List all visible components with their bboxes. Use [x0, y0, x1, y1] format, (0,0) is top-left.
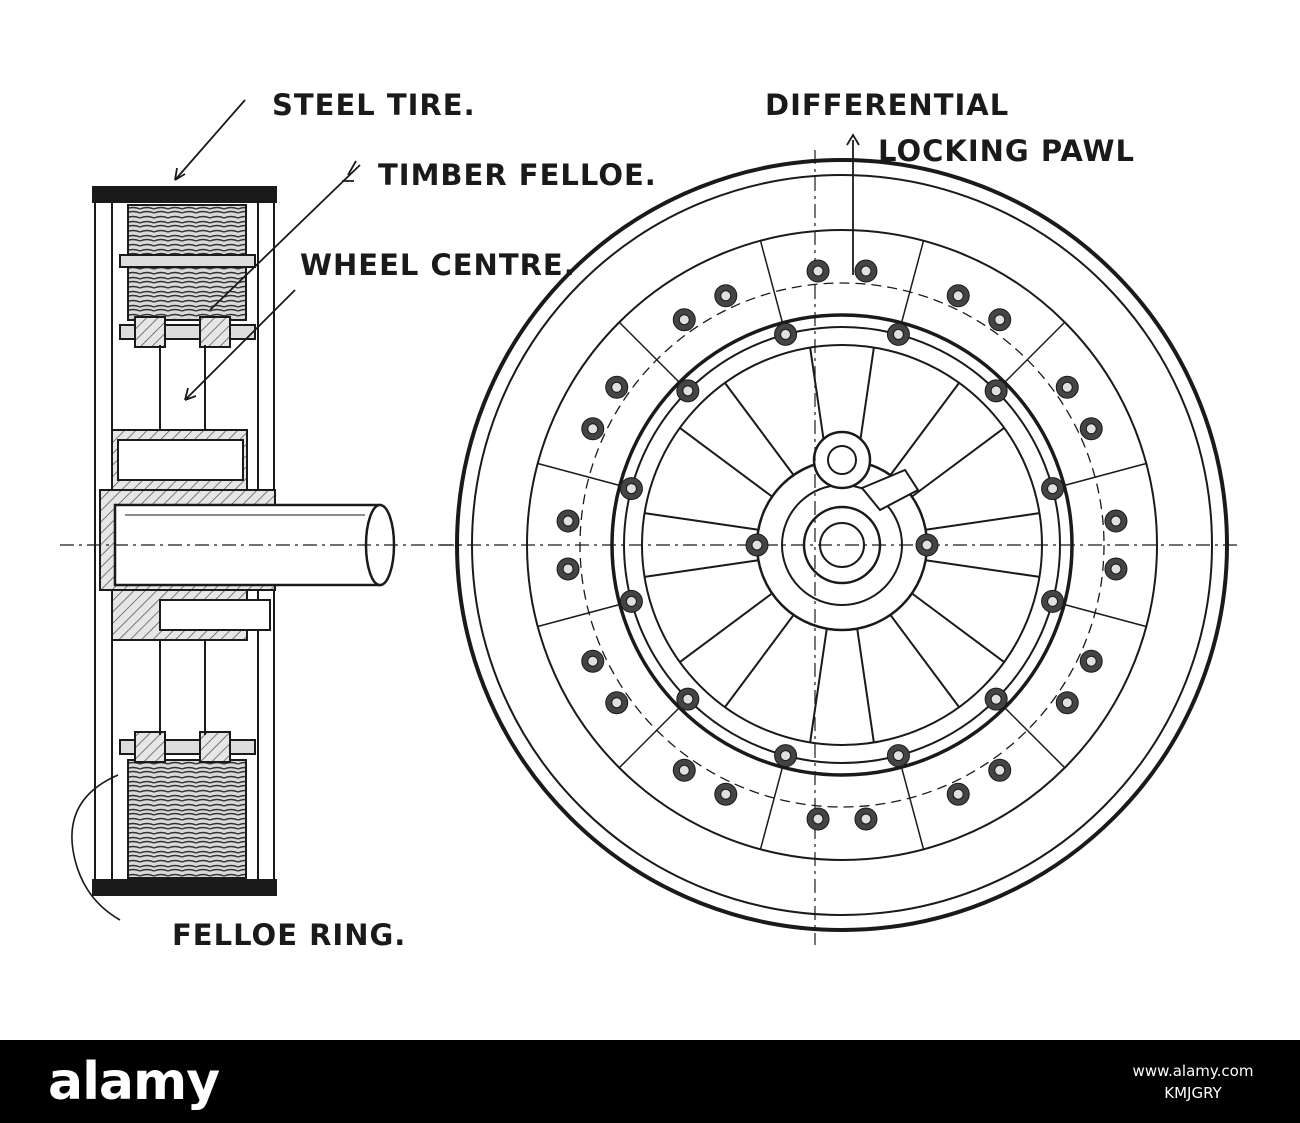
label-locking-pawl: LOCKING PAWL	[878, 134, 1136, 168]
wheel-spoke	[644, 512, 759, 578]
bolt-head	[619, 477, 643, 501]
rim-bolts	[556, 259, 1128, 831]
bolt-head	[1041, 477, 1065, 501]
bolt-head	[1104, 509, 1128, 533]
wheel-spoke	[679, 592, 795, 708]
bolt-head	[714, 284, 738, 308]
wheel-section-view	[60, 186, 460, 921]
bolt-head	[1079, 649, 1103, 673]
wheel-spoke	[809, 628, 875, 743]
bolt-head	[605, 691, 629, 715]
felloe-joint-line	[537, 603, 621, 628]
label-differential: DIFFERENTIAL	[765, 88, 1010, 122]
bolt-head	[886, 322, 910, 346]
watermark-id: www.alamy.com KMJGRY	[1118, 1060, 1268, 1104]
steel-tire-bottom	[92, 879, 277, 896]
bolt-head	[1055, 691, 1079, 715]
wheel-front-view	[440, 150, 1240, 945]
wheel-spoke	[679, 382, 795, 498]
hub-boss	[802, 505, 882, 585]
wheel-drawing	[60, 99, 1240, 945]
bolt-head	[676, 379, 700, 403]
bolt-head	[1079, 417, 1103, 441]
locking-pawl	[860, 468, 920, 512]
bolt-head	[984, 687, 1008, 711]
felloe-divisions	[537, 240, 1147, 850]
wheel-spoke	[889, 592, 1005, 708]
felloe-joint-line	[759, 766, 784, 850]
bolt-head	[988, 758, 1012, 782]
bolt-head	[1041, 589, 1065, 613]
bolt-head	[774, 744, 798, 768]
bolt-head	[984, 379, 1008, 403]
bolt-head	[774, 322, 798, 346]
label-felloe-ring: FELLOE RING.	[172, 918, 407, 952]
felloe-joint-line	[1063, 603, 1147, 628]
bolt-head	[946, 782, 970, 806]
watermark-logo: alamy	[48, 1052, 220, 1112]
felloe-joint-line	[1063, 462, 1147, 487]
bolt-head	[676, 687, 700, 711]
timber-felloe-bottom	[127, 759, 247, 879]
bolt-head	[854, 807, 878, 831]
watermark-code: KMJGRY	[1164, 1084, 1222, 1102]
felloe-joint-line	[537, 462, 621, 487]
leader-lines	[174, 99, 860, 401]
bolt-head	[854, 259, 878, 283]
bolt-head	[1055, 375, 1079, 399]
bolt-head	[745, 533, 769, 557]
felloe-joint-line	[618, 707, 680, 769]
bolt-head	[556, 509, 580, 533]
watermark-bar: alamy www.alamy.com KMJGRY	[0, 1040, 1300, 1123]
bolt-head	[946, 284, 970, 308]
bolt-head	[672, 758, 696, 782]
label-timber-felloe: TIMBER FELLOE.	[378, 158, 657, 192]
bolt-head	[714, 782, 738, 806]
bolt-head	[886, 744, 910, 768]
felloe-joint-line	[1004, 707, 1066, 769]
felloe-joint-line	[900, 240, 925, 324]
label-steel-tire: STEEL TIRE.	[272, 88, 476, 122]
wheel-spokes	[644, 347, 1040, 743]
felloe-joint-line	[618, 321, 680, 383]
wheel-spoke	[925, 512, 1040, 578]
bolt-head	[915, 533, 939, 557]
bolt-head	[556, 557, 580, 581]
bolt-head	[605, 375, 629, 399]
steel-tire-top	[92, 186, 277, 203]
bolt-head	[806, 807, 830, 831]
felloe-joint-line	[1004, 321, 1066, 383]
wheel-spoke	[889, 382, 1005, 498]
bolt-head	[806, 259, 830, 283]
bolt-head	[672, 308, 696, 332]
bolt-head	[581, 649, 605, 673]
bolt-head	[988, 308, 1012, 332]
felloe-joint-line	[759, 240, 784, 324]
bolt-head	[619, 589, 643, 613]
felloe-joint-line	[900, 766, 925, 850]
bolt-head	[1104, 557, 1128, 581]
label-wheel-centre: WHEEL CENTRE.	[300, 248, 576, 282]
felloe-ring-leader	[71, 774, 121, 921]
diagram-area: STEEL TIRE. TIMBER FELLOE. WHEEL CENTRE.…	[60, 88, 1240, 952]
bolt-head	[581, 417, 605, 441]
watermark-site: www.alamy.com	[1132, 1062, 1254, 1080]
